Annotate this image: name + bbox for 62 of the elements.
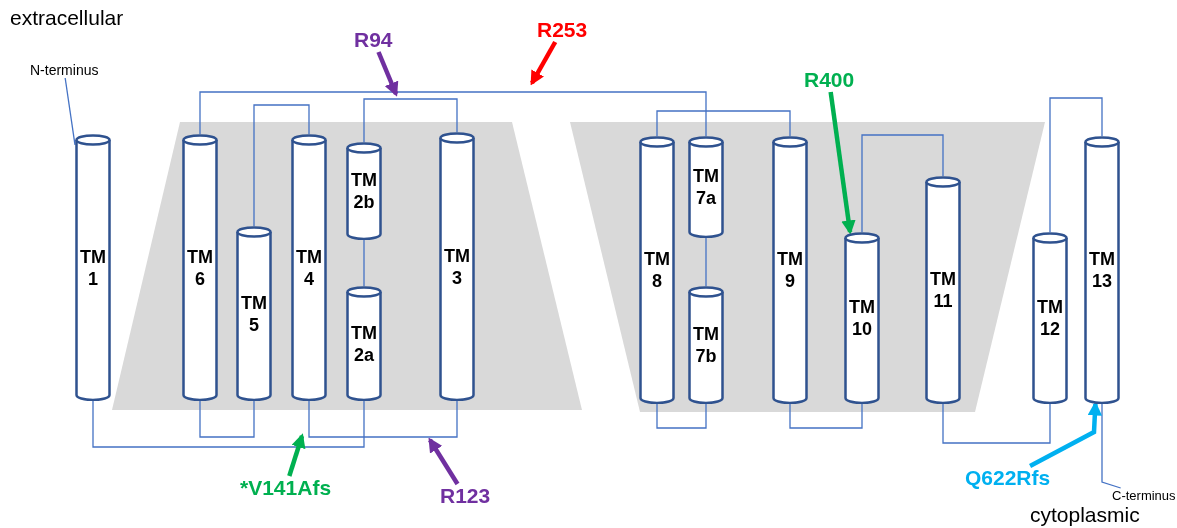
helix-label: TM 7a xyxy=(692,165,720,209)
region-label: extracellular xyxy=(10,6,124,30)
loop-line xyxy=(656,110,791,137)
terminus-label: N-terminus xyxy=(30,62,99,78)
mutation-arrow xyxy=(530,40,558,86)
helix-label: TM 2a xyxy=(350,321,378,366)
helix-cylinder xyxy=(772,136,808,404)
helix-cylinder xyxy=(75,134,111,401)
mutation-arrow xyxy=(1029,401,1102,468)
mutation-label: R123 xyxy=(440,484,491,508)
helix-cylinder xyxy=(236,226,272,401)
helix-cylinder xyxy=(844,232,880,404)
helix-cylinder xyxy=(639,136,675,404)
mutation-arrow xyxy=(287,433,306,477)
connector-line xyxy=(363,239,365,287)
loop-line xyxy=(308,400,458,438)
helix-label: TM 11 xyxy=(929,268,957,312)
helix-label: TM 4 xyxy=(295,245,323,290)
loop-line xyxy=(199,400,255,438)
mutation-label: *V141Afs xyxy=(240,476,332,500)
mutation-label: R94 xyxy=(354,28,393,52)
loop-line xyxy=(1101,403,1122,489)
helix-label: TM 5 xyxy=(240,291,268,336)
mutation-label: R400 xyxy=(804,68,855,92)
helix-cylinder xyxy=(439,132,475,401)
terminus-label: C-terminus xyxy=(1112,488,1176,503)
loop-line xyxy=(363,98,458,143)
loop-line xyxy=(92,400,365,448)
loop-line xyxy=(199,91,707,137)
region-label: cytoplasmic xyxy=(1030,503,1140,527)
helix-cylinder xyxy=(346,286,382,401)
mutation-label: R253 xyxy=(537,18,588,42)
helix-cylinder xyxy=(291,134,327,401)
helix-label: TM 12 xyxy=(1036,296,1064,340)
loop-line xyxy=(942,403,1051,444)
connector-line xyxy=(64,77,76,146)
helix-cylinder xyxy=(688,286,724,404)
loop-line xyxy=(861,134,944,233)
loop-line xyxy=(253,104,310,227)
helix-label: TM 7b xyxy=(692,323,720,367)
helix-label: TM 8 xyxy=(643,248,671,292)
helix-label: TM 9 xyxy=(776,248,804,292)
loop-line xyxy=(1049,97,1103,233)
helix-label: TM 6 xyxy=(186,245,214,290)
mutation-label: Q622Rfs xyxy=(965,466,1051,490)
mutation-arrow xyxy=(376,51,399,97)
mutation-arrow xyxy=(428,437,460,486)
helix-cylinder xyxy=(182,134,218,401)
helix-cylinder xyxy=(688,136,724,238)
helix-label: TM 13 xyxy=(1088,248,1116,292)
helix-cylinder xyxy=(925,176,961,404)
helix-cylinder xyxy=(1032,232,1068,404)
helix-label: TM 1 xyxy=(79,245,107,290)
connector-line xyxy=(705,237,707,287)
helix-label: TM 10 xyxy=(848,296,876,340)
helix-cylinder xyxy=(1084,136,1120,404)
helix-label: TM 3 xyxy=(443,244,471,289)
helix-cylinder xyxy=(346,142,382,240)
mutation-arrow xyxy=(828,91,856,235)
loop-line xyxy=(656,403,707,429)
loop-line xyxy=(789,403,863,429)
helix-label: TM 2b xyxy=(350,169,378,213)
